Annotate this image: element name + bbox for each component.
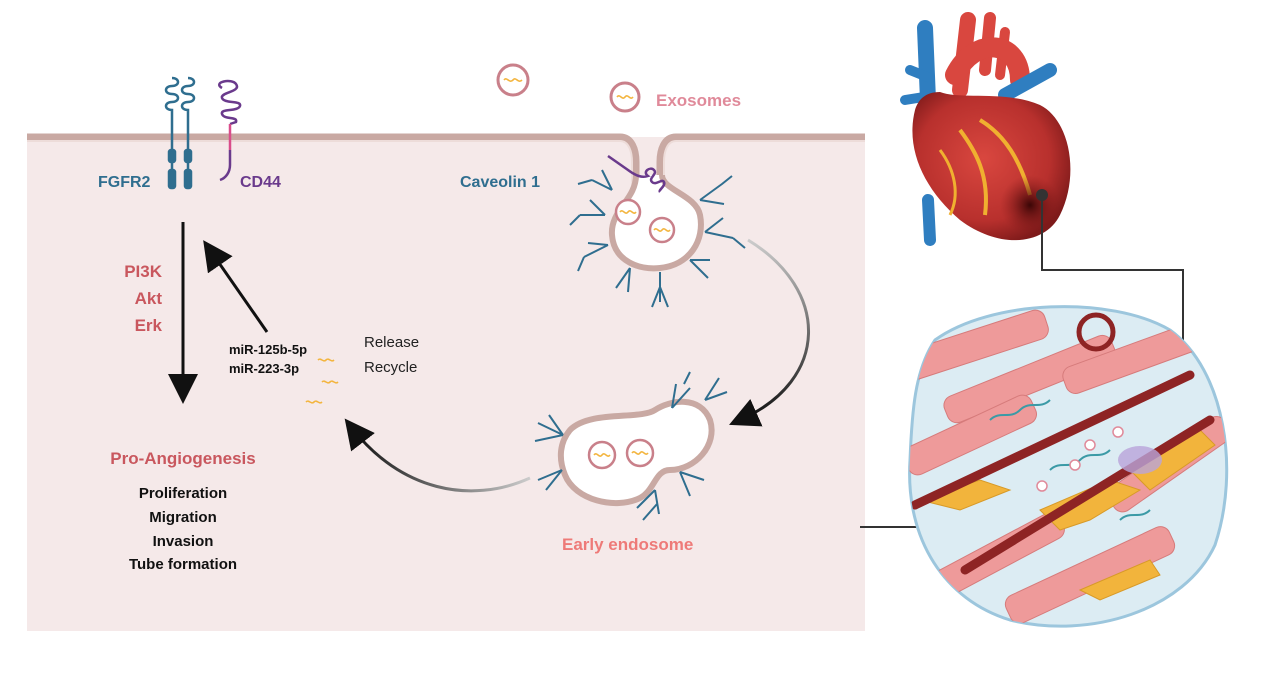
cell-body: [27, 133, 865, 631]
fgfr2-receptor: [164, 76, 196, 190]
early-endosome-label: Early endosome: [562, 535, 694, 554]
caveolin-pit: [569, 154, 746, 308]
mirna-label-1: miR-125b-5p: [229, 342, 308, 357]
heart-zoom-dot: [1036, 189, 1048, 201]
outcome-title: Pro-Angiogenesis: [110, 449, 256, 468]
exosome-particles: [496, 63, 641, 113]
fate-recycle: Recycle: [364, 359, 418, 376]
cd44-label: CD44: [240, 174, 281, 191]
mirna-arrow-up: [203, 240, 269, 333]
cd44-receptor: [218, 79, 242, 182]
pathway-erk: Erk: [134, 316, 162, 335]
pathway-pi3k: PI3K: [124, 262, 162, 281]
release-arrow: [344, 418, 531, 493]
fgfr2-label: FGFR2: [98, 174, 151, 191]
early-endosome: [534, 371, 728, 521]
endocytosis-arrow: [729, 238, 810, 427]
outcome-item: Invasion: [152, 533, 214, 550]
tissue-cross-section: [908, 305, 1229, 628]
outcome-item: Proliferation: [138, 485, 228, 502]
heart-illustration: [900, 12, 1071, 246]
pathway-akt: Akt: [134, 289, 162, 308]
outcome-item: Migration: [149, 509, 217, 526]
caveolin-label: Caveolin 1: [460, 174, 541, 191]
outcome-item: Tube formation: [128, 556, 238, 573]
mirna-squiggles: [305, 358, 339, 404]
arrows: [168, 222, 810, 493]
fate-release: Release: [364, 334, 420, 351]
mirna-label-2: miR-223-3p: [229, 361, 300, 376]
exosomes-label: Exosomes: [656, 91, 742, 110]
